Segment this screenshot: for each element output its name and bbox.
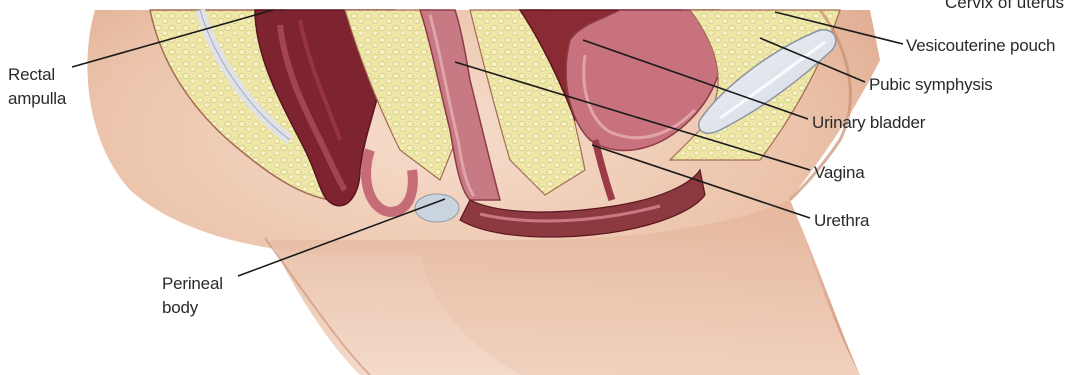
label-urinary-bladder: Urinary bladder	[812, 112, 925, 133]
label-urethra: Urethra	[814, 210, 869, 231]
label-vesicouterine-pouch: Vesicouterine pouch	[906, 35, 1055, 56]
label-rectal: Rectal	[8, 64, 55, 85]
label-vagina: Vagina	[814, 162, 864, 183]
label-perineal: Perineal	[162, 273, 223, 294]
label-body: body	[162, 297, 198, 318]
label-cut-top: Cervix of uterus	[945, 0, 1064, 11]
label-pubic-symphysis: Pubic symphysis	[869, 74, 993, 95]
label-ampulla: ampulla	[8, 88, 66, 109]
